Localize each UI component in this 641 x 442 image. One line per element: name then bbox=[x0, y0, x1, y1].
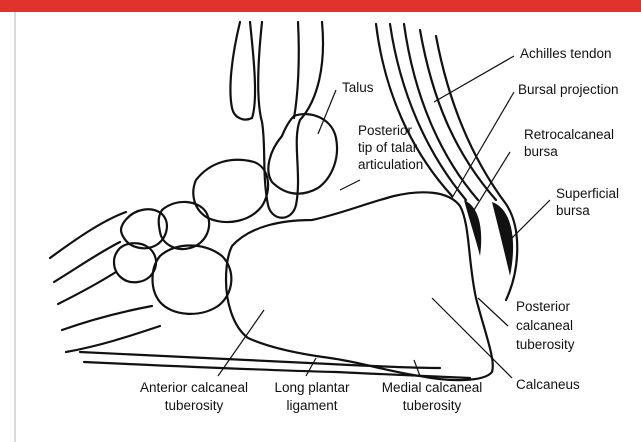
metatarsal-3-outline bbox=[58, 272, 116, 304]
label-anterior-calcaneal-tuberosity-line-1: Anterior calcaneal bbox=[140, 380, 248, 395]
leader-anterior-calcaneal-tuberosity bbox=[218, 310, 264, 376]
label-calcaneus: Calcaneus bbox=[516, 377, 580, 392]
label-superficial-bursa-line-1: Superficial bbox=[556, 186, 619, 201]
leader-calcaneus bbox=[432, 298, 512, 378]
leader-long-plantar-ligament bbox=[306, 358, 316, 376]
leader-posterior-tip bbox=[340, 180, 360, 190]
label-bursal-projection: Bursal projection bbox=[518, 82, 619, 97]
cuboid-outline bbox=[153, 246, 232, 314]
calcaneus-outline bbox=[226, 192, 493, 380]
label-posterior-calcaneal-tuberosity-line-3: tuberosity bbox=[516, 337, 575, 352]
label-posterior-tip-line-1: Posterior bbox=[358, 123, 413, 138]
leader-talus bbox=[318, 90, 336, 134]
label-posterior-tip-line-3: articulation bbox=[358, 157, 423, 172]
cuneiform-3-outline bbox=[114, 243, 156, 282]
label-posterior-calcaneal-tuberosity-line-2: calcaneal bbox=[516, 318, 573, 333]
metatarsal-1-outline bbox=[50, 212, 126, 258]
achilles-tendon-outline-2 bbox=[390, 24, 466, 200]
plantar-sole-lower bbox=[84, 362, 470, 378]
label-retrocalcaneal-bursa-line-2: bursa bbox=[524, 144, 558, 159]
navicular-outline bbox=[193, 160, 268, 222]
tibia-left-outline bbox=[230, 22, 255, 120]
label-medial-calcaneal-tuberosity-line-2: tuberosity bbox=[403, 398, 462, 413]
bone-drawing bbox=[50, 22, 517, 380]
plantar-sole bbox=[80, 352, 440, 368]
label-medial-calcaneal-tuberosity-line-1: Medial calcaneal bbox=[382, 380, 483, 395]
label-long-plantar-ligament-line-1: Long plantar bbox=[274, 380, 350, 395]
label-superficial-bursa-line-2: bursa bbox=[556, 203, 590, 218]
achilles-tendon-outline-5 bbox=[436, 36, 517, 300]
leader-bursal-projection bbox=[452, 92, 514, 198]
label-long-plantar-ligament-line-2: ligament bbox=[286, 398, 337, 413]
metatarsal-4-outline bbox=[62, 306, 152, 330]
label-retrocalcaneal-bursa-line-1: Retrocalcaneal bbox=[524, 127, 614, 142]
tibia-right-outline bbox=[294, 22, 299, 118]
metatarsal-5-outline bbox=[66, 326, 160, 352]
label-achilles-tendon: Achilles tendon bbox=[520, 46, 612, 61]
label-posterior-calcaneal-tuberosity-line-1: Posterior bbox=[516, 299, 571, 314]
label-anterior-calcaneal-tuberosity-line-2: tuberosity bbox=[165, 398, 224, 413]
label-talus: Talus bbox=[342, 80, 374, 95]
talus-outline bbox=[268, 114, 337, 194]
leader-superficial-bursa bbox=[504, 200, 550, 246]
label-posterior-tip-line-2: tip of talar bbox=[358, 140, 418, 155]
